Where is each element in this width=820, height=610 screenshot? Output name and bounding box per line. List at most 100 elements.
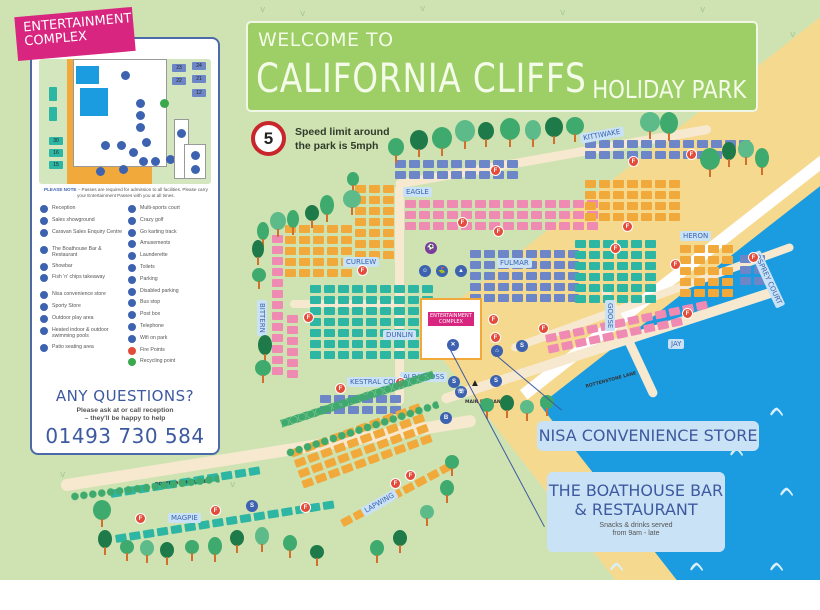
legend-item-amusements: Amusements	[128, 240, 214, 252]
restaurant-icon	[40, 245, 48, 254]
tree-icon	[230, 530, 244, 553]
wave-icon: ᨈ	[610, 555, 626, 576]
restaurant-icon[interactable]: ✕	[447, 339, 459, 351]
fire-point-icon: F	[488, 314, 499, 325]
tree-icon	[270, 212, 286, 237]
tree-icon	[500, 395, 514, 418]
street-label-magpie: MAGPIE	[168, 513, 201, 523]
street-label-eagle: EAGLE	[403, 187, 432, 197]
fire-point-icon	[128, 346, 136, 355]
welcome-text: WELCOME TO	[258, 29, 394, 51]
tree-icon	[755, 148, 769, 175]
inset-plot: 21	[192, 75, 206, 83]
tree-icon	[545, 117, 563, 144]
tree-icon	[738, 140, 754, 165]
inset-sales-icon	[191, 165, 200, 174]
sporty-store-icon[interactable]: S	[516, 340, 528, 352]
tree-icon	[525, 120, 541, 147]
tree-icon	[310, 545, 324, 566]
sporty-store-icon[interactable]: S	[246, 500, 258, 512]
fire-point-icon: F	[670, 259, 681, 270]
grass-mark: v	[230, 480, 236, 490]
sporty-store-icon[interactable]: S	[490, 375, 502, 387]
legend-item-fire-points: Fire Points	[128, 346, 214, 359]
inset-plot: 23	[172, 64, 186, 72]
tree-icon	[252, 268, 266, 289]
tree-icon	[500, 118, 520, 147]
inset-launderette-icon	[177, 129, 186, 138]
plots-goose	[575, 240, 656, 303]
fire-point-icon: F	[490, 165, 501, 176]
fire-point-icon: F	[300, 502, 311, 513]
telephone-icon[interactable]: ☏	[455, 386, 467, 398]
play-area-icon[interactable]: ☺	[419, 265, 431, 277]
inset-pool-outdoor	[75, 65, 100, 85]
fire-point-icon: F	[405, 470, 416, 481]
fire-point-icon: F	[622, 221, 633, 232]
legend-item-caravan-sales: Caravan Sales Enquiry Centre	[40, 228, 126, 246]
plots-heron-west	[585, 180, 680, 221]
plots-bittern	[272, 235, 283, 375]
amusements-icon	[128, 240, 136, 249]
entertainment-complex-inset-map: 23 24 22 21 12 30 16 15	[39, 59, 211, 184]
legend-column-left: Reception Sales showground Caravan Sales…	[40, 205, 126, 370]
legend-item-reception: Reception	[40, 205, 126, 217]
tree-icon	[255, 527, 269, 552]
inset-showbar-icon	[121, 71, 130, 80]
passes-note: PLEASE NOTE – Passes are required for ad…	[44, 187, 208, 198]
street-label-jay: JAY	[668, 339, 685, 349]
tree-icon	[520, 400, 534, 421]
fish-chips-icon	[40, 274, 48, 283]
bus-stop-icon[interactable]: B	[440, 412, 452, 424]
legend-item-go-karting: Go karting track	[128, 228, 214, 241]
fire-point-icon: F	[490, 332, 501, 343]
tree-icon	[660, 112, 678, 141]
tree-icon	[722, 142, 736, 167]
tree-icon	[393, 530, 407, 553]
entertainment-complex-map-label: ENTERTAINMENT COMPLEX	[428, 312, 474, 326]
legend-item-boathouse: The Boathouse Bar & Restaurant	[40, 245, 126, 263]
street-label-bittern: BITTERN	[257, 300, 267, 336]
info-panel: 23 24 22 21 12 30 16 15 PLEASE NOTE – Pa…	[30, 37, 220, 455]
inset-parking-icon	[166, 155, 175, 164]
multi-sports-court-icon[interactable]: ⚽	[425, 242, 437, 254]
plots-curlew	[285, 225, 352, 277]
go-karting-icon[interactable]: ▲	[455, 265, 467, 277]
inset-toilets-icon	[136, 99, 145, 108]
tree-icon	[208, 537, 222, 562]
sporty-store-icon[interactable]: S	[448, 376, 460, 388]
questions-subtext: Please ask at or call reception – they'l…	[76, 407, 174, 422]
legend-item-wifi: Wifi on park	[128, 334, 214, 347]
legend-item-disabled-parking: Disabled parking	[128, 287, 214, 300]
tree-icon	[98, 530, 112, 555]
tree-icon	[445, 455, 459, 476]
inset-plot: 30	[49, 137, 63, 145]
fire-point-icon: F	[457, 217, 468, 228]
convenience-store-icon	[40, 291, 48, 300]
questions-heading: ANY QUESTIONS?	[55, 387, 195, 405]
road	[395, 185, 404, 405]
grass-mark: v	[300, 9, 306, 19]
tree-icon	[432, 127, 452, 156]
wave-icon: ᨈ	[780, 480, 796, 501]
grass-mark: v	[700, 5, 706, 15]
tree-icon	[566, 117, 584, 142]
reception-phone-number[interactable]: 01493 730 584	[45, 424, 205, 448]
fire-point-icon: F	[335, 383, 346, 394]
tree-icon	[258, 335, 272, 362]
inset-disabled-parking-icon	[119, 165, 128, 174]
legend-item-play-area: Outdoor play area	[40, 314, 126, 327]
grass-mark: v	[420, 4, 426, 14]
facilities-legend: Reception Sales showground Caravan Sales…	[40, 205, 212, 370]
multi-sports-icon	[128, 205, 136, 213]
street-label-heron: HERON	[680, 231, 712, 241]
legend-column-right: Multi-sports court Crazy golf Go karting…	[128, 205, 214, 370]
plots-dunlin	[310, 285, 433, 359]
crazy-golf-icon[interactable]: ⛳	[436, 265, 448, 277]
bus-stop-icon	[128, 299, 136, 308]
fire-point-icon: F	[686, 149, 697, 160]
showbar-icon	[40, 262, 48, 271]
road	[290, 300, 400, 308]
fire-point-icon: F	[538, 323, 549, 334]
tree-icon	[410, 130, 428, 157]
